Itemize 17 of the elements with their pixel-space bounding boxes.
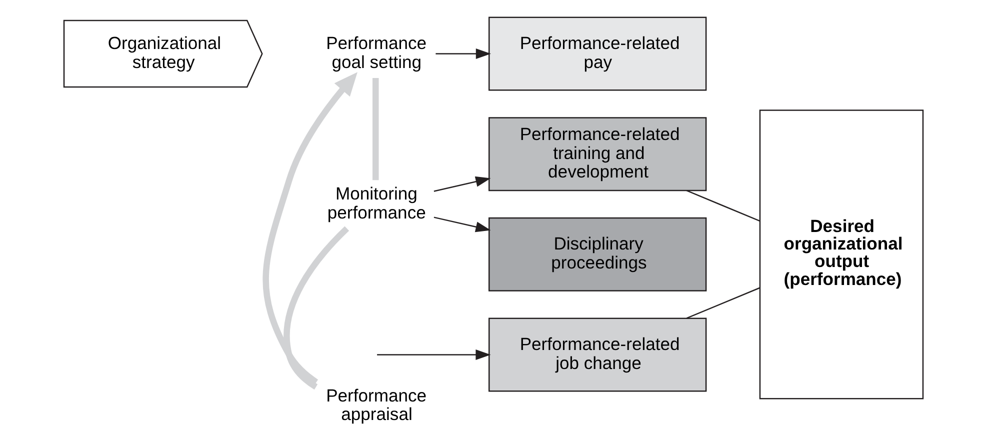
node-text: Performance appraisal bbox=[326, 385, 426, 424]
arrow bbox=[262, 72, 357, 385]
arrow bbox=[433, 176, 490, 192]
connector bbox=[372, 78, 378, 180]
node-text: Performance goal setting bbox=[326, 33, 426, 72]
arrow bbox=[433, 216, 490, 232]
connector bbox=[686, 190, 760, 222]
node-box: Desired organizational output (performance) bbox=[758, 110, 924, 400]
connector bbox=[686, 287, 760, 319]
connector bbox=[283, 226, 349, 390]
node-box: Performance-related training and development bbox=[488, 117, 706, 192]
node-text: Monitoring performance bbox=[326, 183, 426, 222]
node-box: Performance-related pay bbox=[488, 16, 706, 91]
node-box: Performance-related job change bbox=[488, 318, 706, 392]
arrow bbox=[435, 48, 490, 60]
node-box: Disciplinary proceedings bbox=[488, 217, 706, 292]
arrow bbox=[376, 349, 490, 360]
